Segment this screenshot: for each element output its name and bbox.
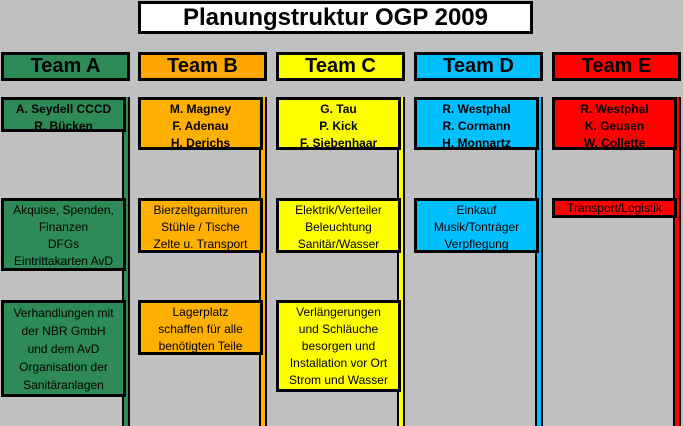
task-line: Sanitär/Wasser (297, 237, 380, 251)
task-line: Einkauf (456, 203, 497, 217)
team-a-connector (122, 97, 130, 426)
member-name: A. Seydell CCCD (15, 102, 112, 116)
member-name: P. Kick (319, 119, 358, 133)
team-a-header: Team A (1, 52, 130, 81)
team-e-members: R. Westphal K. Geusen W. Collette (552, 97, 677, 150)
team-d-task-1: Einkauf Musik/Tonträger Verpflegung (414, 198, 539, 253)
task-line: DFGs (47, 237, 80, 251)
team-a-members: A. Seydell CCCD R. Bücken (1, 97, 126, 133)
member-name: R. Cormann (442, 119, 511, 133)
task-line: Bierzeltgarnituren (153, 203, 248, 217)
member-name: W. Collette (583, 136, 646, 150)
task-line: Zelte u. Transport (153, 237, 248, 251)
team-c-task-2: Verlängerungen und Schläuche besorgen un… (276, 300, 401, 392)
team-b-connector (259, 97, 267, 426)
team-e-task-1: Transport/Logistik (552, 198, 677, 218)
chart-title: Planungstruktur OGP 2009 (138, 1, 533, 34)
task-line: und dem AvD (27, 342, 100, 356)
member-name: H. Derichs (170, 136, 231, 150)
team-b-task-1: Bierzeltgarnituren Stühle / Tische Zelte… (138, 198, 263, 253)
task-line: schaffen für alle (158, 322, 243, 336)
task-line: Transport/Logistik (567, 201, 662, 215)
team-b-members: M. Magney F. Adenau H. Derichs (138, 97, 263, 150)
team-a-task-2: Verhandlungen mit der NBR GmbH und dem A… (1, 300, 126, 397)
task-line: Verlängerungen (296, 305, 381, 319)
member-name: F. Adenau (172, 119, 229, 133)
task-line: Stühle / Tische (161, 220, 240, 234)
member-name: K. Geusen (584, 119, 645, 133)
task-line: Lagerplatz (172, 305, 229, 319)
task-line: Sanitäranlagen (23, 378, 104, 392)
task-line: Verhandlungen mit (13, 306, 114, 320)
member-name: F. Siebenhaar (299, 136, 378, 150)
task-line: Elektrik/Verteiler (295, 203, 382, 217)
task-line: und Schläuche (298, 322, 379, 336)
team-d-members: R. Westphal R. Cormann H. Monnartz (414, 97, 539, 150)
member-name: H. Monnartz (442, 136, 511, 150)
team-d-header: Team D (414, 52, 543, 81)
member-name: M. Magney (169, 102, 232, 116)
team-c-connector (397, 97, 405, 426)
task-line: besorgen und (301, 339, 376, 353)
team-a-column: Team A A. Seydell CCCD R. Bücken Akquise… (1, 0, 132, 426)
task-line: benötigten Teile (158, 339, 243, 353)
team-d-column: Team D R. Westphal R. Cormann H. Monnart… (414, 0, 545, 426)
task-line: Organisation der (19, 360, 108, 374)
team-a-task-1: Akquise, Spenden, Finanzen DFGs Eintritt… (1, 198, 126, 271)
member-name: G. Tau (320, 102, 357, 116)
task-line: Installation vor Ort (289, 356, 388, 370)
team-b-task-2: Lagerplatz schaffen für alle benötigten … (138, 300, 263, 355)
team-d-connector (535, 97, 543, 426)
team-c-header: Team C (276, 52, 405, 81)
task-line: Musik/Tonträger (433, 220, 520, 234)
member-name: R. Westphal (442, 102, 511, 116)
task-line: Akquise, Spenden, (13, 203, 114, 217)
task-line: Eintrittakarten AvD (13, 254, 114, 268)
team-b-column: Team B M. Magney F. Adenau H. Derichs Bi… (138, 0, 269, 426)
member-name: R. Westphal (580, 102, 649, 116)
team-e-header: Team E (552, 52, 681, 81)
member-name: R. Bücken (34, 119, 93, 133)
team-c-column: Team C G. Tau P. Kick F. Siebenhaar Elek… (276, 0, 407, 426)
task-line: Beleuchtung (305, 220, 372, 234)
task-line: Verpflegung (444, 237, 509, 251)
team-c-members: G. Tau P. Kick F. Siebenhaar (276, 97, 401, 150)
team-c-task-1: Elektrik/Verteiler Beleuchtung Sanitär/W… (276, 198, 401, 253)
team-e-column: Team E R. Westphal K. Geusen W. Collette… (552, 0, 683, 426)
task-line: der NBR GmbH (21, 324, 106, 338)
team-b-header: Team B (138, 52, 267, 81)
task-line: Strom und Wasser (289, 373, 388, 387)
task-line: Finanzen (38, 220, 89, 234)
team-e-connector (673, 97, 681, 426)
